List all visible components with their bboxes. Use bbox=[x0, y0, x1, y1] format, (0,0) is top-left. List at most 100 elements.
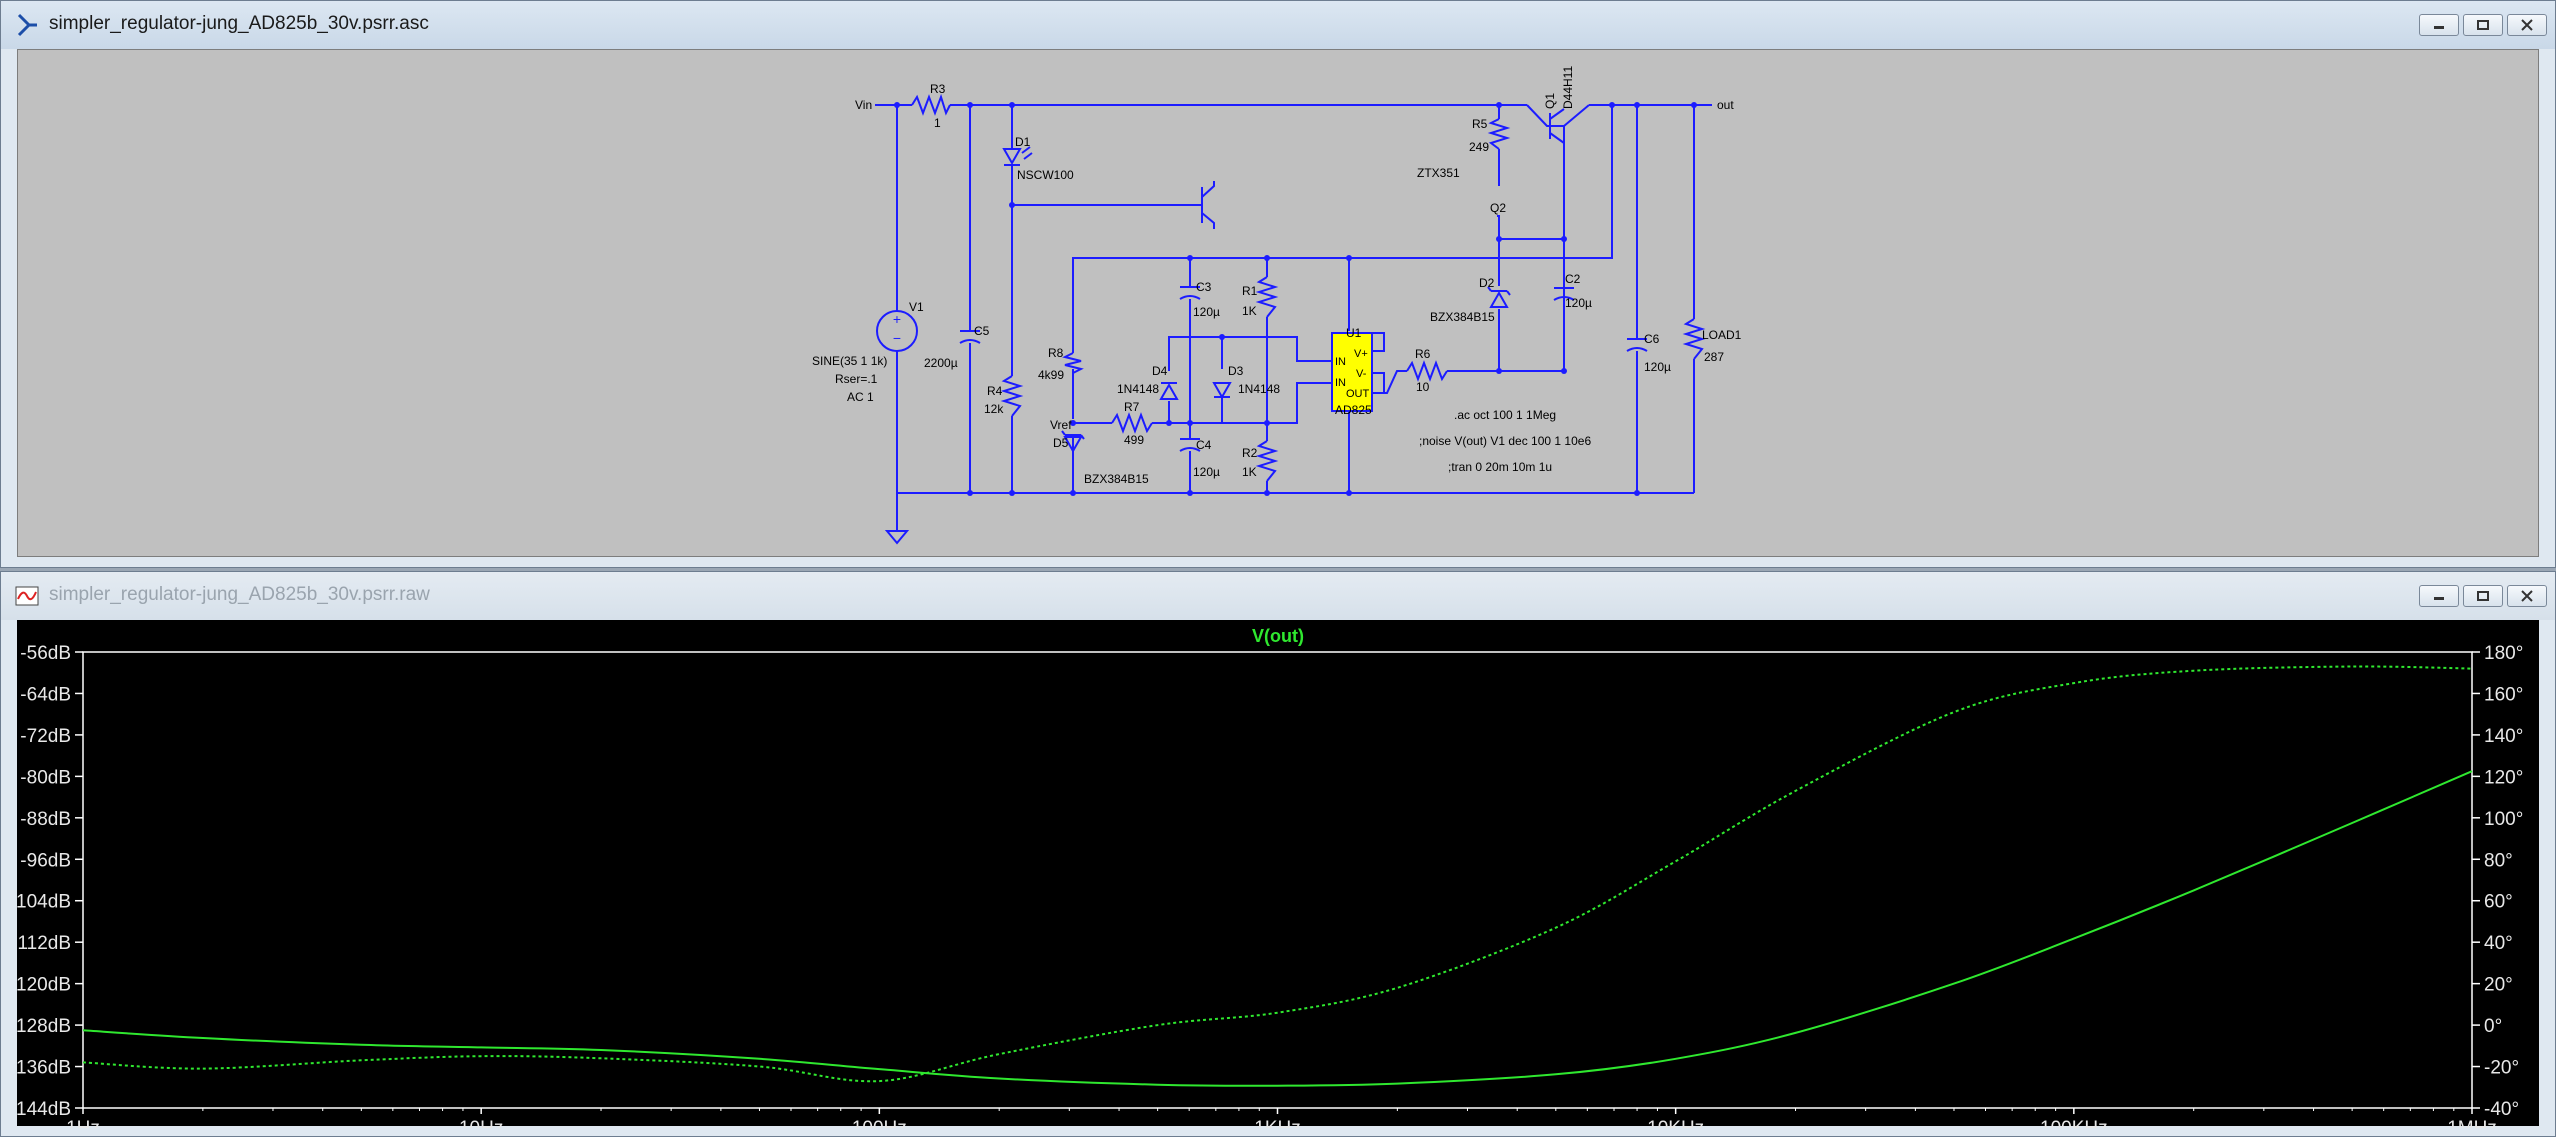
restore-icon bbox=[2477, 20, 2489, 30]
label-c4: C4 bbox=[1196, 438, 1212, 452]
schematic-app-icon bbox=[17, 13, 37, 37]
restore-button[interactable] bbox=[2463, 14, 2503, 36]
d2-symbol bbox=[1487, 286, 1511, 308]
c4-symbol bbox=[1179, 438, 1201, 452]
y-left-tick-label: -80dB bbox=[20, 767, 71, 788]
label-load1-val: 287 bbox=[1704, 350, 1724, 364]
schematic-wires bbox=[875, 104, 1712, 531]
label-d4: D4 bbox=[1152, 364, 1168, 378]
y-right-tick-label: 0° bbox=[2484, 1016, 2502, 1037]
r3-symbol bbox=[911, 93, 951, 116]
schematic-window[interactable]: simpler_regulator-jung_AD825b_30v.psrr.a… bbox=[0, 0, 2556, 568]
ground-symbol bbox=[884, 530, 910, 545]
y-right-tick-label: 140° bbox=[2484, 726, 2523, 747]
c3-symbol bbox=[1179, 286, 1201, 300]
waveform-app-icon bbox=[15, 586, 39, 606]
label-c3-val: 120µ bbox=[1193, 305, 1220, 319]
close-button[interactable] bbox=[2507, 585, 2547, 607]
schematic-titlebar[interactable]: simpler_regulator-jung_AD825b_30v.psrr.a… bbox=[1, 1, 2555, 49]
y-right-tick-label: 120° bbox=[2484, 767, 2523, 788]
directive-noise: ;noise V(out) V1 dec 100 1 10e6 bbox=[1419, 434, 1591, 448]
trace-phase[interactable] bbox=[82, 665, 2473, 1083]
y-right-tick-label: 80° bbox=[2484, 850, 2513, 871]
label-d3: D3 bbox=[1228, 364, 1244, 378]
directive-tran: ;tran 0 20m 10m 1u bbox=[1448, 460, 1552, 474]
close-icon bbox=[2521, 590, 2533, 602]
u1-pin-in-plus: IN bbox=[1335, 356, 1346, 368]
label-r7: R7 bbox=[1124, 400, 1140, 414]
label-d2: D2 bbox=[1479, 276, 1495, 290]
label-c3: C3 bbox=[1196, 280, 1212, 294]
label-v1: V1 bbox=[909, 300, 924, 314]
svg-text:−: − bbox=[893, 330, 901, 346]
close-button[interactable] bbox=[2507, 14, 2547, 36]
label-r2-val: 1K bbox=[1242, 465, 1257, 479]
minimize-button[interactable] bbox=[2419, 585, 2459, 607]
label-r8-val: 4k99 bbox=[1038, 368, 1064, 382]
waveform-title: simpler_regulator-jung_AD825b_30v.psrr.r… bbox=[49, 584, 430, 605]
label-vin: Vin bbox=[855, 98, 872, 112]
label-c6: C6 bbox=[1644, 332, 1660, 346]
x-tick-label: 100KHz bbox=[2040, 1118, 2108, 1128]
y-right-tick-label: 180° bbox=[2484, 643, 2523, 664]
restore-icon bbox=[2477, 591, 2489, 601]
minimize-icon bbox=[2434, 26, 2444, 29]
schematic-title: simpler_regulator-jung_AD825b_30v.psrr.a… bbox=[49, 13, 429, 34]
trace-magnitude[interactable] bbox=[82, 770, 2473, 1087]
y-left-tick-label: -136dB bbox=[17, 1058, 71, 1079]
close-icon bbox=[2521, 19, 2533, 31]
y-right-tick-label: 100° bbox=[2484, 809, 2523, 830]
y-left-tick-label: -88dB bbox=[20, 809, 71, 830]
y-right-tick-label: 60° bbox=[2484, 892, 2513, 913]
label-d1: D1 bbox=[1015, 135, 1031, 149]
r2-symbol bbox=[1255, 440, 1279, 482]
label-u1: U1 bbox=[1346, 326, 1362, 340]
c6-symbol bbox=[1626, 338, 1648, 352]
y-right-tick-label: -20° bbox=[2484, 1058, 2519, 1079]
label-c2: C2 bbox=[1565, 272, 1581, 286]
label-c5: C5 bbox=[974, 324, 990, 338]
label-d4-val: 1N4148 bbox=[1117, 382, 1159, 396]
label-r6: R6 bbox=[1415, 347, 1431, 361]
y-right-tick-label: -40° bbox=[2484, 1099, 2519, 1120]
schematic-canvas[interactable]: + − Vin out R3 1 bbox=[17, 49, 2539, 557]
minimize-button[interactable] bbox=[2419, 14, 2459, 36]
y-right-tick-label: 40° bbox=[2484, 933, 2513, 954]
y-left-tick-label: -64dB bbox=[20, 684, 71, 705]
svg-text:+: + bbox=[893, 311, 901, 327]
q2-symbol bbox=[1192, 181, 1215, 229]
label-load1: LOAD1 bbox=[1702, 328, 1742, 342]
label-r3-val: 1 bbox=[934, 116, 941, 130]
restore-button[interactable] bbox=[2463, 585, 2503, 607]
label-r5: R5 bbox=[1472, 117, 1488, 131]
label-r4-val: 12k bbox=[984, 402, 1004, 416]
d4-symbol bbox=[1159, 382, 1179, 400]
label-vref: Vref bbox=[1050, 418, 1072, 432]
y-left-tick-label: -144dB bbox=[17, 1099, 71, 1120]
load1-symbol bbox=[1682, 318, 1706, 360]
label-q1: Q1 bbox=[1543, 93, 1557, 109]
label-r5-val: 249 bbox=[1469, 140, 1489, 154]
schematic-drawing[interactable]: + − Vin out R3 1 bbox=[18, 50, 2540, 558]
label-r3: R3 bbox=[930, 82, 946, 96]
directive-ac: .ac oct 100 1 1Meg bbox=[1454, 408, 1556, 422]
bode-plot[interactable]: V(out) -56dB-64dB-72dB-80dB-88dB-96dB-10… bbox=[17, 620, 2539, 1128]
label-u1-val: AD825 bbox=[1335, 403, 1372, 417]
y-left-tick-label: -96dB bbox=[20, 850, 71, 871]
u1-pin-vplus: V+ bbox=[1354, 348, 1368, 360]
c5-symbol bbox=[959, 330, 981, 344]
y-left-tick-label: -56dB bbox=[20, 643, 71, 664]
u1-pin-out: OUT bbox=[1346, 388, 1370, 400]
r6-symbol bbox=[1406, 360, 1448, 382]
label-v1-val1: SINE(35 1 1k) bbox=[812, 354, 887, 368]
waveform-titlebar[interactable]: simpler_regulator-jung_AD825b_30v.psrr.r… bbox=[1, 572, 2555, 620]
waveform-canvas[interactable]: V(out) -56dB-64dB-72dB-80dB-88dB-96dB-10… bbox=[17, 620, 2539, 1128]
label-r4: R4 bbox=[987, 384, 1003, 398]
axes-ticks: -56dB-64dB-72dB-80dB-88dB-96dB-104dB-112… bbox=[17, 643, 2523, 1128]
label-v1-val2: Rser=.1 bbox=[835, 372, 878, 386]
transistors bbox=[1192, 108, 1565, 229]
waveform-window[interactable]: simpler_regulator-jung_AD825b_30v.psrr.r… bbox=[0, 571, 2556, 1137]
label-q1-val: D44H11 bbox=[1561, 66, 1575, 109]
d5-symbol bbox=[1061, 430, 1085, 454]
y-left-tick-label: -104dB bbox=[17, 892, 71, 913]
